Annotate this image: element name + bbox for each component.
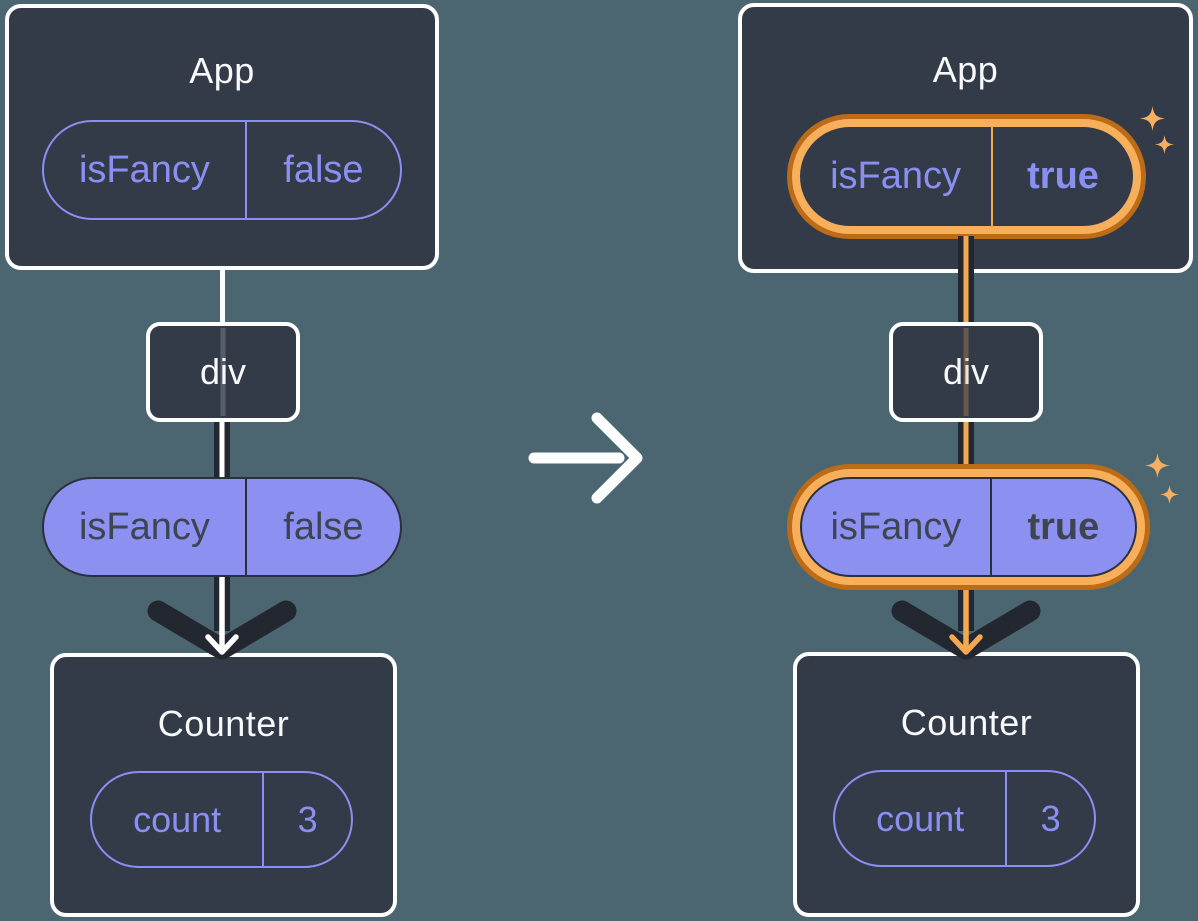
component-title: App	[189, 50, 255, 91]
div-node: div	[889, 322, 1043, 422]
pass-through-line	[220, 328, 226, 416]
prop-value: false	[283, 148, 364, 191]
prop-value: false	[283, 505, 364, 548]
prop-name: isFancy	[800, 127, 994, 226]
component-title: Counter	[900, 702, 1033, 743]
div-label: div	[942, 351, 990, 392]
div-label: div	[199, 351, 247, 392]
state-name: count	[835, 772, 1008, 865]
prop-value: true	[1027, 155, 1099, 197]
arrow-down-icon	[147, 577, 297, 660]
connector-app-div	[958, 236, 974, 326]
sparkle-icon	[1155, 135, 1174, 154]
prop-pill-highlighted: isFancy true	[800, 127, 1133, 226]
pass-through-line	[963, 328, 969, 416]
div-node: div	[146, 322, 300, 422]
app-component-card: App isFancy false	[5, 4, 439, 270]
sparkle-icon	[1140, 106, 1165, 131]
sparkle-icon	[1145, 453, 1170, 478]
counter-component-card: Counter count 3	[50, 653, 397, 917]
state-pill: count 3	[833, 770, 1096, 867]
connector-core	[963, 236, 969, 326]
sparkle-icon	[1160, 485, 1179, 504]
connector-core	[219, 418, 225, 480]
prop-pill: isFancy false	[42, 120, 402, 220]
arrow-down-icon	[891, 577, 1041, 660]
passed-prop-pill: isFancy false	[42, 477, 402, 577]
connector-core	[963, 418, 969, 470]
app-component-card: App isFancy true	[738, 3, 1193, 273]
prop-value: true	[1027, 505, 1100, 548]
state-pill: count 3	[90, 771, 353, 868]
state-value: 3	[1040, 797, 1061, 839]
arrow-right-icon	[528, 412, 643, 504]
prop-name: isFancy	[44, 122, 247, 218]
component-title: Counter	[157, 703, 290, 744]
state-name: count	[92, 773, 265, 866]
counter-component-card: Counter count 3	[793, 652, 1140, 917]
passed-prop-pill-highlighted: isFancy true	[800, 477, 1137, 577]
prop-name: isFancy	[802, 479, 992, 575]
prop-name: isFancy	[44, 479, 247, 575]
state-value: 3	[297, 798, 318, 840]
connector-app-div	[219, 266, 225, 326]
component-title: App	[932, 49, 999, 90]
connector-div-prop	[958, 418, 974, 470]
connector-div-prop	[214, 418, 230, 480]
